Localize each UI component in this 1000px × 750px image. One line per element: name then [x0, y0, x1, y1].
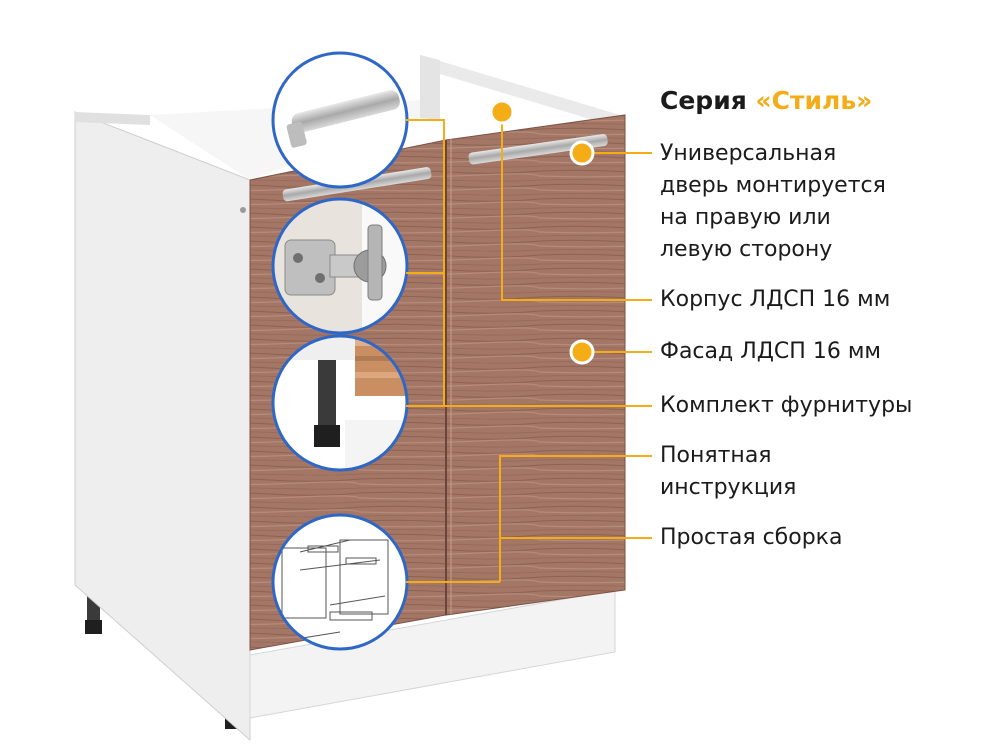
feature-instructions: Понятная инструкция — [660, 440, 796, 504]
feature-universal-door-line: Универсальная — [660, 141, 837, 166]
detail-instruction — [271, 513, 409, 651]
feature-universal-door-line: на правую или — [660, 205, 831, 230]
marker-dots — [489, 99, 595, 365]
feature-universal-door-line: дверь монтируется — [660, 173, 886, 198]
detail-handle — [271, 51, 409, 189]
series-name: «Стиль» — [755, 86, 873, 115]
callout-lines — [406, 112, 652, 583]
feature-assembly: Простая сборка — [660, 525, 843, 550]
feature-instructions-line: Понятная — [660, 443, 772, 468]
feature-instructions-line: инструкция — [660, 475, 797, 500]
feature-facade-material: Фасад ЛДСП 16 мм — [660, 339, 882, 364]
feature-universal-door-line: левую сторону — [660, 237, 833, 262]
feature-body-material: Корпус ЛДСП 16 мм — [660, 287, 891, 312]
feature-hardware-kit: Комплект фурнитуры — [660, 393, 913, 418]
series-word: Серия — [660, 86, 747, 115]
detail-leg — [271, 334, 409, 472]
feature-universal-door: Универсальная дверь монтируется на праву… — [660, 138, 886, 266]
series-heading: Серия «Стиль» — [660, 86, 872, 115]
